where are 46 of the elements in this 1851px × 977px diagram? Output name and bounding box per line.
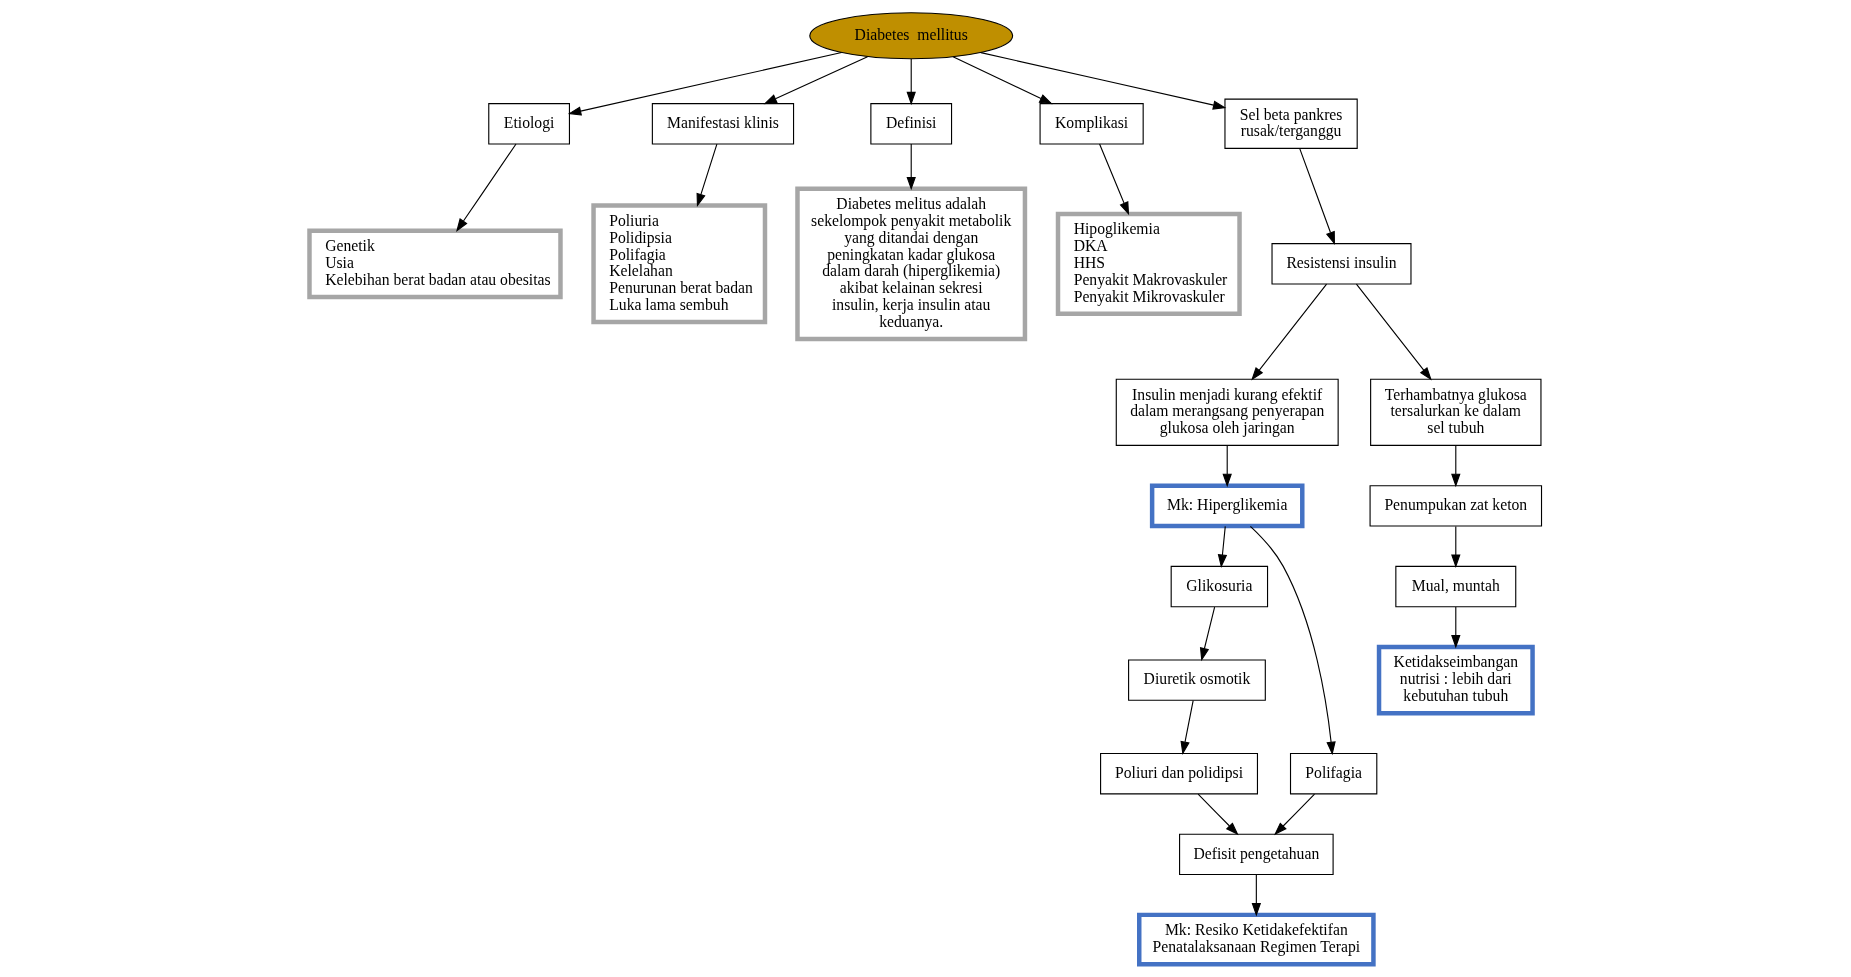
node-box: Mk: Hiperglikemia: [1149, 483, 1305, 529]
node-box: Poliuri dan polidipsi: [1100, 752, 1258, 795]
node-box: Resistensi insulin: [1271, 243, 1412, 285]
node-box: Ketidakseimbangan nutrisi : lebih dari kebutuhan tubuh: [1376, 644, 1535, 716]
arrow: [906, 143, 916, 191]
arrow: [567, 52, 843, 116]
arrow: [1251, 874, 1262, 917]
node-box: Etiologi: [488, 103, 570, 145]
node-box: Sel beta pankres rusak/terganggu: [1224, 98, 1358, 149]
arrow: [456, 143, 517, 232]
arrow: [1451, 525, 1461, 568]
node-box: Glikosuria: [1170, 565, 1269, 608]
arrow: [1217, 525, 1228, 568]
arrow: [1451, 444, 1461, 488]
node-box: Insulin menjadi kurang efektif dalam merangsang penyerapan glukosa oleh jaringan: [1115, 378, 1339, 446]
arrow: [763, 56, 869, 105]
node-box: Komplikasi: [1039, 103, 1144, 145]
arrow: [1451, 606, 1461, 649]
node-box: Poliuria Polidipsia Polifagia Kelelahan Penurunan berat badan Luka lama sembuh: [591, 203, 768, 325]
node-box: Diuretik osmotik: [1128, 659, 1266, 701]
arrow: [1099, 143, 1130, 216]
arrow: [1199, 606, 1216, 662]
node-box: Defisit pengetahuan: [1179, 833, 1334, 876]
node-box: Manifestasi klinis: [651, 103, 795, 145]
node-box: Mual, muntah: [1395, 565, 1517, 608]
arrow: [1180, 700, 1194, 755]
arrow: [1299, 148, 1335, 245]
arrow: [1249, 525, 1336, 756]
arrow: [696, 143, 718, 207]
node-box: Polifagia: [1289, 752, 1378, 795]
arrow: [1197, 793, 1239, 836]
node-box: Diabetes melitus adalah sekelompok penyakit metabolik yang ditandai dengan peningkatan kadar glukosa dalam darah (hiperglikemia) akibat kelainan sekresi insulin, kerja insulin atau keduanya.: [795, 186, 1028, 342]
node-box: Hipoglikemia DKA HHS Penyakit Makrovaskuler Penyakit Mikrovaskuler: [1055, 211, 1242, 316]
node-box: Mk: Resiko Ketidakefektifan Penatalaksanaan Regimen Terapi: [1137, 912, 1376, 967]
arrow: [1251, 283, 1328, 381]
arrow: [906, 58, 916, 106]
arrow: [1355, 283, 1432, 381]
node-box: Definisi: [870, 103, 953, 145]
arrow: [1222, 444, 1232, 488]
node-box: Penumpukan zat keton: [1369, 485, 1543, 527]
arrow: [1274, 793, 1316, 836]
node-ellipse: Diabetes mellitus: [809, 12, 1014, 60]
node-box: Terhambatnya glukosa tersalurkan ke dalam sel tubuh: [1370, 378, 1542, 446]
arrow: [952, 56, 1053, 105]
node-box: Genetik Usia Kelebihan berat badan atau obesitas: [307, 228, 563, 300]
arrow: [980, 52, 1227, 110]
